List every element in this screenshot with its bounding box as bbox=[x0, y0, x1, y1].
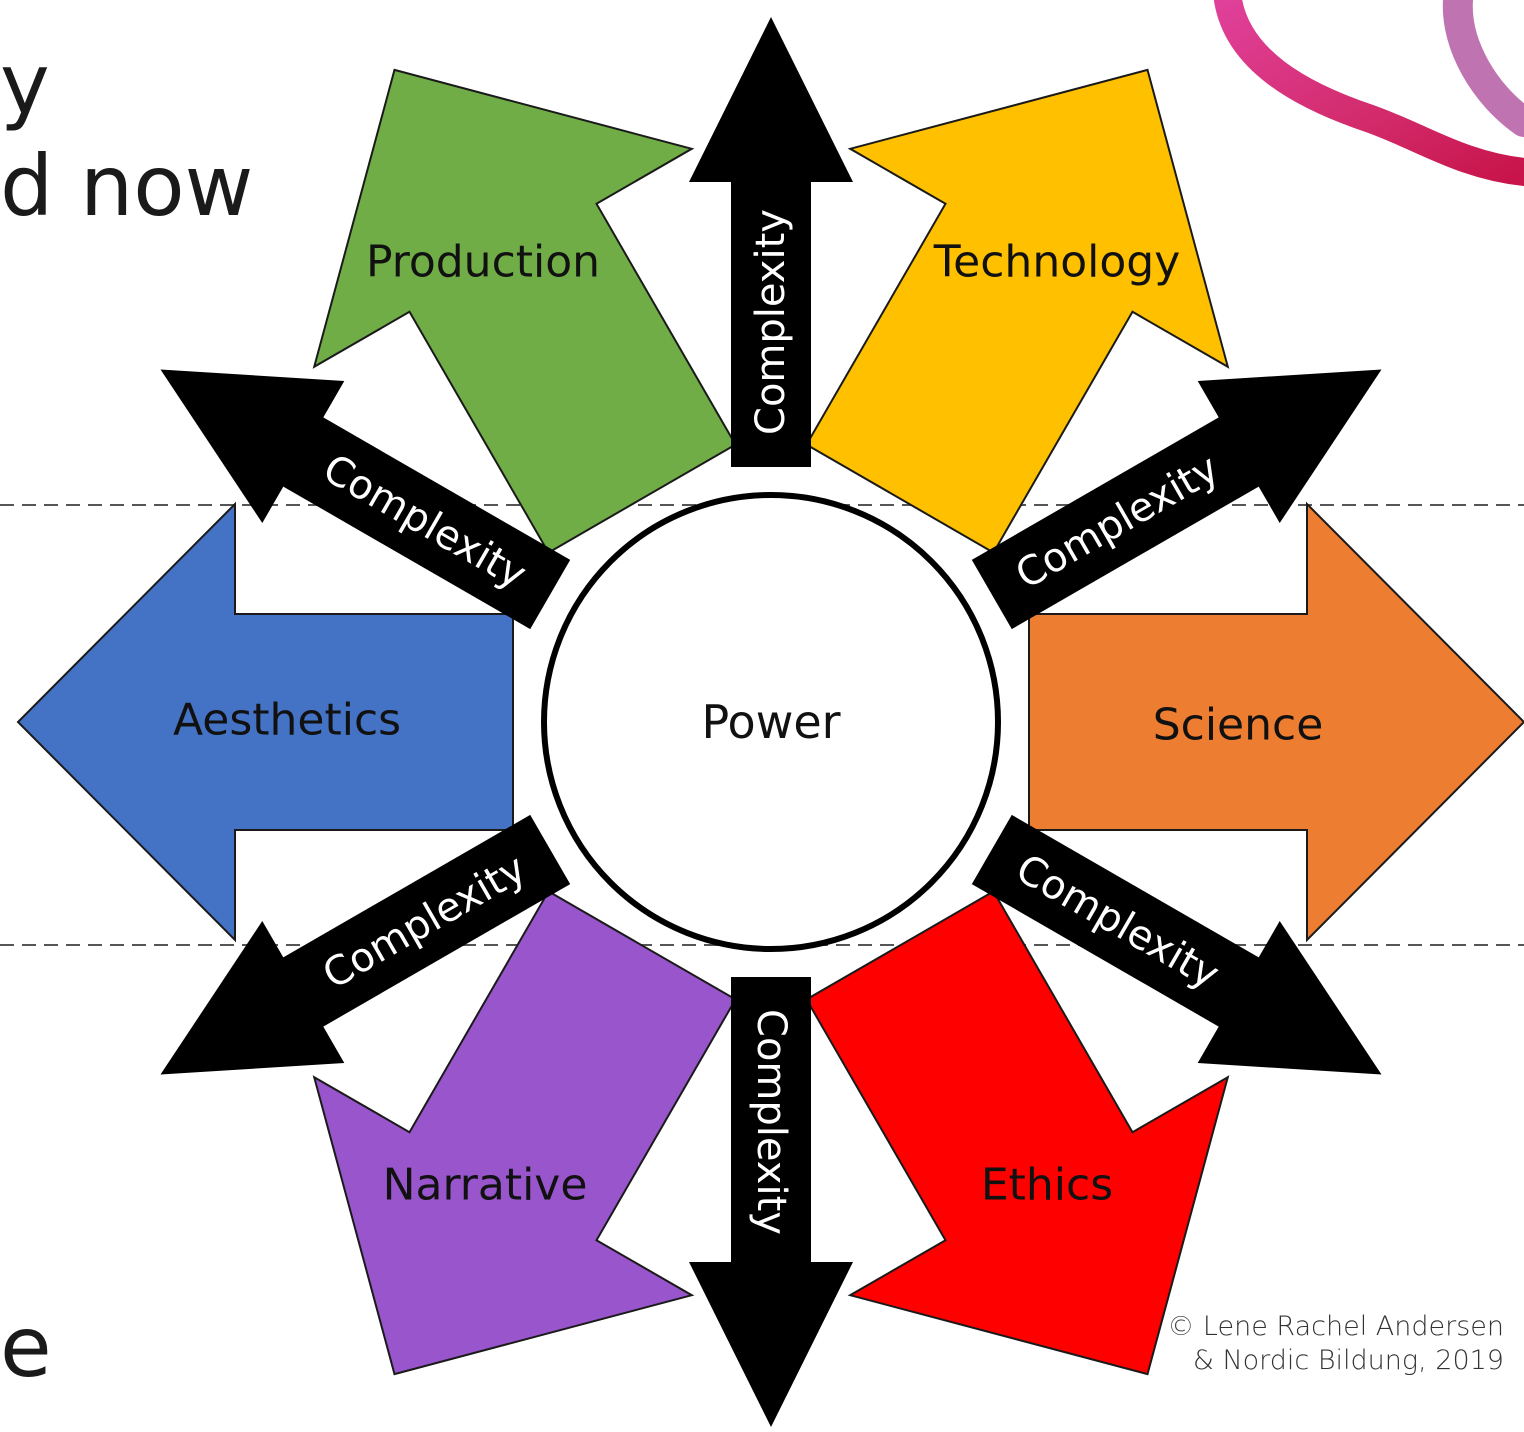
slide-title-fragment-1: y bbox=[0, 35, 50, 133]
complexity-arrow-shape bbox=[689, 17, 853, 467]
complexity-arrow-shape bbox=[971, 814, 1382, 1075]
aesthetics-arrow bbox=[16, 501, 514, 943]
slide-title-fragment-2: d now bbox=[0, 137, 254, 235]
copyright-line-1: © Lene Rachel Andersen bbox=[1167, 1311, 1504, 1342]
copyright-line-2: & Nordic Bildung, 2019 bbox=[1192, 1345, 1504, 1376]
complexity-arrow: Complexity bbox=[689, 977, 853, 1427]
narrative-label: Narrative bbox=[383, 1160, 588, 1211]
complexity-label: Complexity bbox=[748, 1009, 794, 1235]
complexity-arrow-shape bbox=[160, 814, 571, 1075]
technology-label: Technology bbox=[933, 237, 1180, 288]
ethics-label: Ethics bbox=[981, 1160, 1113, 1211]
science-label: Science bbox=[1153, 700, 1324, 751]
complexity-arrow-shape bbox=[689, 977, 853, 1427]
technology-arrow bbox=[805, 68, 1230, 554]
copyright-notice: © Lene Rachel Andersen & Nordic Bildung,… bbox=[1167, 1310, 1504, 1378]
aesthetics-label: Aesthetics bbox=[173, 695, 401, 746]
complexity-arrow-shape bbox=[160, 369, 571, 630]
decorative-ribbon bbox=[1214, 0, 1524, 186]
slide-body-fragment: e bbox=[0, 1298, 52, 1396]
production-arrow bbox=[312, 68, 737, 554]
science-arrow bbox=[1028, 501, 1524, 943]
production-label: Production bbox=[366, 237, 600, 288]
narrative-arrow bbox=[312, 890, 737, 1376]
complexity-arrow-shape bbox=[971, 369, 1382, 630]
ethics-arrow bbox=[805, 890, 1230, 1376]
complexity-label: Complexity bbox=[748, 209, 794, 435]
complexity-arrow: Complexity bbox=[689, 17, 853, 467]
power-circle bbox=[541, 492, 1001, 952]
power-label: Power bbox=[701, 695, 840, 749]
